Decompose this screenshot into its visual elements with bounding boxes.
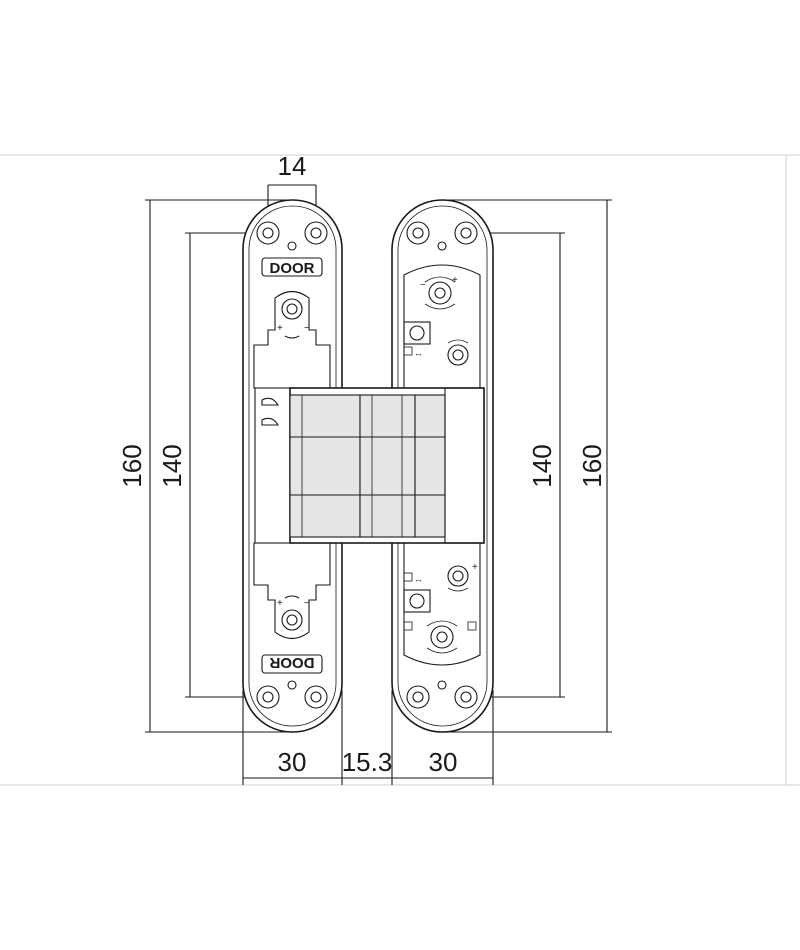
dim-right-160: 160 bbox=[577, 444, 607, 487]
dim-bottom-30-left: 30 bbox=[278, 747, 307, 777]
dim-top-14: 14 bbox=[278, 151, 307, 181]
dim-right-140: 140 bbox=[527, 444, 557, 487]
svg-text:+: + bbox=[452, 275, 458, 286]
svg-text:+: + bbox=[277, 323, 283, 334]
svg-text:↔: ↔ bbox=[414, 348, 423, 358]
door-label-bottom: DOOR bbox=[269, 654, 314, 671]
dim-left-140: 140 bbox=[157, 444, 187, 487]
dim-left-160: 160 bbox=[117, 444, 147, 487]
svg-text:+: + bbox=[277, 598, 283, 609]
svg-text:−: − bbox=[420, 280, 426, 291]
svg-text:+: + bbox=[472, 562, 478, 573]
svg-text:↔: ↔ bbox=[414, 574, 423, 584]
hinge-knuckle bbox=[289, 387, 485, 544]
svg-text:−: − bbox=[304, 598, 310, 609]
svg-text:−: − bbox=[304, 323, 310, 334]
dim-bottom-30-right: 30 bbox=[429, 747, 458, 777]
dimension-lines bbox=[145, 184, 612, 785]
dim-bottom-15-3: 15.3 bbox=[342, 747, 393, 777]
door-label-top: DOOR bbox=[270, 260, 315, 277]
